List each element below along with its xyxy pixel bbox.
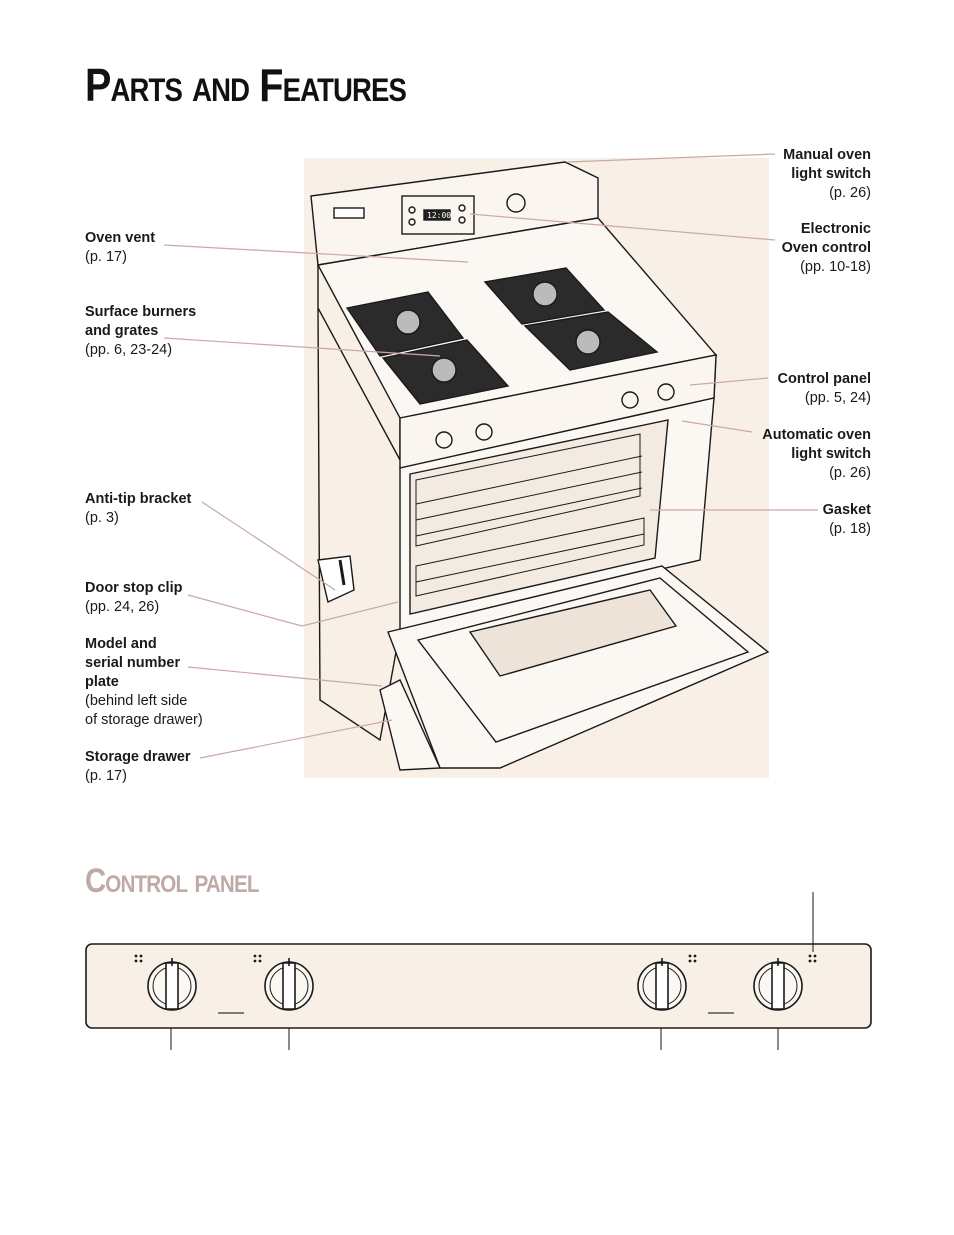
oven-temp-knob bbox=[506, 193, 526, 213]
label-name: Manual oven bbox=[783, 147, 871, 163]
label-note: (behind left side bbox=[85, 693, 188, 709]
leader-door-stop bbox=[187, 594, 399, 627]
label-name: Oven control bbox=[781, 240, 871, 256]
label-manual-light-switch: Manual oven light switch (p. 26) bbox=[783, 146, 871, 203]
burner-position-icons bbox=[134, 954, 817, 963]
label-name: light switch bbox=[791, 446, 871, 462]
front-knob-2 bbox=[475, 423, 493, 441]
front-knob-1 bbox=[435, 431, 453, 449]
leader-manual-light bbox=[567, 153, 776, 163]
leader-model-plate bbox=[187, 666, 383, 687]
oven-cavity bbox=[409, 419, 669, 615]
label-name: Anti-tip bracket bbox=[85, 491, 192, 507]
label-ref: (pp. 5, 24) bbox=[804, 390, 871, 406]
label-electronic-oven-control: Electronic Oven control (pp. 10-18) bbox=[782, 220, 871, 277]
label-ref: (p. 26) bbox=[829, 185, 871, 201]
surface-knob-4 bbox=[753, 958, 803, 1011]
label-name: and grates bbox=[85, 323, 159, 339]
label-ref: (p. 3) bbox=[85, 510, 119, 526]
front-knob-3 bbox=[621, 391, 639, 409]
label-name: Surface burners bbox=[85, 304, 197, 320]
leader-auto-light bbox=[681, 420, 753, 433]
label-automatic-light-switch: Automatic oven light switch (p. 26) bbox=[762, 426, 871, 483]
label-control-panel: Control panel (pp. 5, 24) bbox=[778, 370, 871, 408]
surface-knob-1 bbox=[147, 958, 197, 1011]
section-title-control-panel: Control panel bbox=[85, 862, 259, 900]
leader-oven-vent bbox=[163, 244, 469, 263]
label-storage-drawer: Storage drawer (p. 17) bbox=[85, 748, 191, 786]
label-ref: (pp. 10-18) bbox=[800, 259, 871, 275]
leader-surface-burners bbox=[163, 337, 441, 357]
label-ref: (p. 18) bbox=[829, 521, 871, 537]
label-name: light switch bbox=[791, 166, 871, 182]
label-name: serial number bbox=[85, 655, 181, 671]
storage-drawer bbox=[379, 679, 442, 771]
label-name: Model and bbox=[85, 636, 157, 652]
burner-grate-right-front bbox=[523, 311, 659, 371]
leader-control-panel bbox=[689, 377, 769, 386]
leader-anti-tip bbox=[201, 501, 336, 591]
label-name: Door stop clip bbox=[85, 580, 183, 596]
surface-knob-2 bbox=[264, 958, 314, 1011]
leader-storage-drawer bbox=[199, 719, 393, 759]
label-door-stop-clip: Door stop clip (pp. 24, 26) bbox=[85, 579, 182, 617]
anti-tip-bracket bbox=[317, 555, 355, 603]
label-name: Gasket bbox=[822, 502, 871, 518]
label-ref: (p. 17) bbox=[85, 249, 127, 265]
label-anti-tip-bracket: Anti-tip bracket (p. 3) bbox=[85, 490, 191, 528]
burner-grate-left-rear bbox=[345, 291, 465, 357]
label-surface-burners: Surface burners and grates (pp. 6, 23-24… bbox=[85, 303, 196, 360]
label-oven-vent: Oven vent (p. 17) bbox=[85, 229, 155, 267]
page-title: Parts and Features bbox=[85, 59, 407, 111]
door-window bbox=[468, 589, 678, 677]
label-name: Oven vent bbox=[85, 230, 156, 246]
brand-badge bbox=[333, 207, 365, 219]
label-name: Automatic oven bbox=[762, 427, 871, 443]
label-ref: (p. 26) bbox=[829, 465, 871, 481]
label-ref: (pp. 6, 23-24) bbox=[85, 342, 173, 358]
label-name: Electronic bbox=[800, 221, 871, 237]
label-name: plate bbox=[85, 674, 119, 690]
oven-door bbox=[387, 565, 770, 769]
oven-racks bbox=[415, 433, 645, 597]
label-gasket: Gasket (p. 18) bbox=[823, 501, 871, 539]
surface-knob-3 bbox=[637, 958, 687, 1011]
leader-electronic-control bbox=[469, 213, 776, 241]
burner-grate-left-front bbox=[381, 339, 510, 405]
label-ref: (p. 17) bbox=[85, 768, 127, 784]
label-model-serial-plate: Model and serial number plate (behind le… bbox=[85, 635, 203, 730]
label-name: Control panel bbox=[777, 371, 871, 387]
oven-display-text: 12:00 bbox=[427, 211, 451, 220]
label-note: of storage drawer) bbox=[85, 712, 203, 728]
label-name: Storage drawer bbox=[85, 749, 191, 765]
electronic-oven-control-panel: 12:00 bbox=[401, 195, 475, 235]
burner-grate-right-rear bbox=[483, 267, 606, 325]
label-ref: (pp. 24, 26) bbox=[85, 599, 160, 615]
front-knob-4 bbox=[657, 383, 675, 401]
